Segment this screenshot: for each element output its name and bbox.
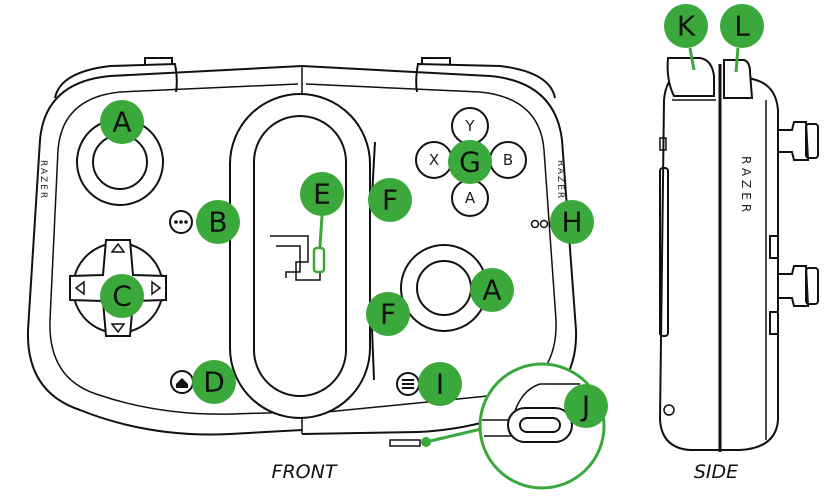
side-button-detail [769,235,779,259]
callout-f-rail-lower: F [366,292,410,336]
side-thumbstick-top-cap [805,123,819,159]
callout-label: C [112,280,132,313]
dpad-down-arrow-icon [110,323,126,334]
callout-b-view-button: B [196,200,240,244]
b-button-label: B [503,151,513,169]
side-clip [659,137,667,151]
side-thumbstick-bottom-cap [805,267,819,305]
usb-c-port [519,417,561,433]
side-body [658,75,779,451]
front-brand-left: RAZER [38,160,48,200]
callout-label: F [380,298,396,331]
led-indicator [530,219,540,229]
front-view: Y X B A RAZER RAZER [26,57,608,490]
callout-label: B [208,206,227,239]
callout-e-usb-connector: E [300,172,344,216]
x-button-label: X [429,151,439,169]
callout-label: L [734,10,750,43]
front-caption: FRONT [272,461,338,483]
callout-f-rail-upper: F [368,178,412,222]
left-bumper-side [723,59,754,99]
side-thumbstick-bottom [777,265,810,307]
left-bumper [54,62,178,99]
face-buttons: Y X B A [415,107,527,217]
callout-label: E [313,178,331,211]
left-trigger [666,57,715,97]
side-brand: RAZER [739,156,753,216]
callout-g-face-buttons: G [448,140,492,184]
slide-rail-lower [371,327,375,381]
callout-i-menu-button: I [418,362,462,406]
dpad-right-arrow-icon [151,280,162,296]
view-button-dot-icon [179,220,183,224]
side-rail [659,167,669,337]
usb-c-port-housing [507,407,573,443]
callout-label: A [482,274,501,307]
left-body-inner-line [49,83,299,415]
bottom-lip [389,439,421,447]
front-brand-right: RAZER [555,160,565,200]
callout-e-leader [318,215,324,247]
callout-label: H [561,206,582,239]
usb-connector-detail [276,245,301,278]
callout-c-dpad: C [100,274,144,318]
right-bumper-tab [421,57,451,64]
zoom-origin-dot [421,437,431,447]
dpad-left-arrow-icon [74,280,85,296]
callout-l-bumper: L [720,4,764,48]
side-button-detail [769,311,779,335]
view-button-dot-icon [184,220,188,224]
left-body [26,65,303,436]
callout-label: K [677,10,696,43]
led-indicator [539,219,549,229]
right-bumper [415,62,556,99]
callout-label: J [580,390,590,423]
callout-h-led-indicators: H [550,200,594,244]
callout-label: D [203,366,225,399]
callout-k-leader [688,47,696,71]
side-port-detail [663,404,675,416]
side-view: RAZER K L SIDE [658,4,819,483]
callout-label: A [112,106,131,139]
callout-label: I [436,368,444,401]
side-thumbstick-top [777,121,810,161]
callout-label: G [459,146,481,179]
callout-d-home-button: D [192,360,236,404]
callout-a-right-stick: A [470,268,514,312]
phone-cradle-inner [253,115,347,397]
side-caption: SIDE [694,461,738,483]
usb-c-connector [312,246,326,274]
callout-label: F [382,184,398,217]
home-icon [176,378,188,388]
left-bumper-tab [144,57,173,64]
callout-a-left-stick: A [100,100,144,144]
callout-l-leader [734,47,740,73]
callout-j-usb-port: J [564,384,608,428]
dpad-up-arrow-icon [110,242,126,253]
usb-connector-housing [270,235,321,281]
view-button-dot-icon [174,220,178,224]
a-button-label: A [465,189,476,207]
callout-k-trigger: K [664,4,708,48]
y-button-label: Y [464,117,475,135]
